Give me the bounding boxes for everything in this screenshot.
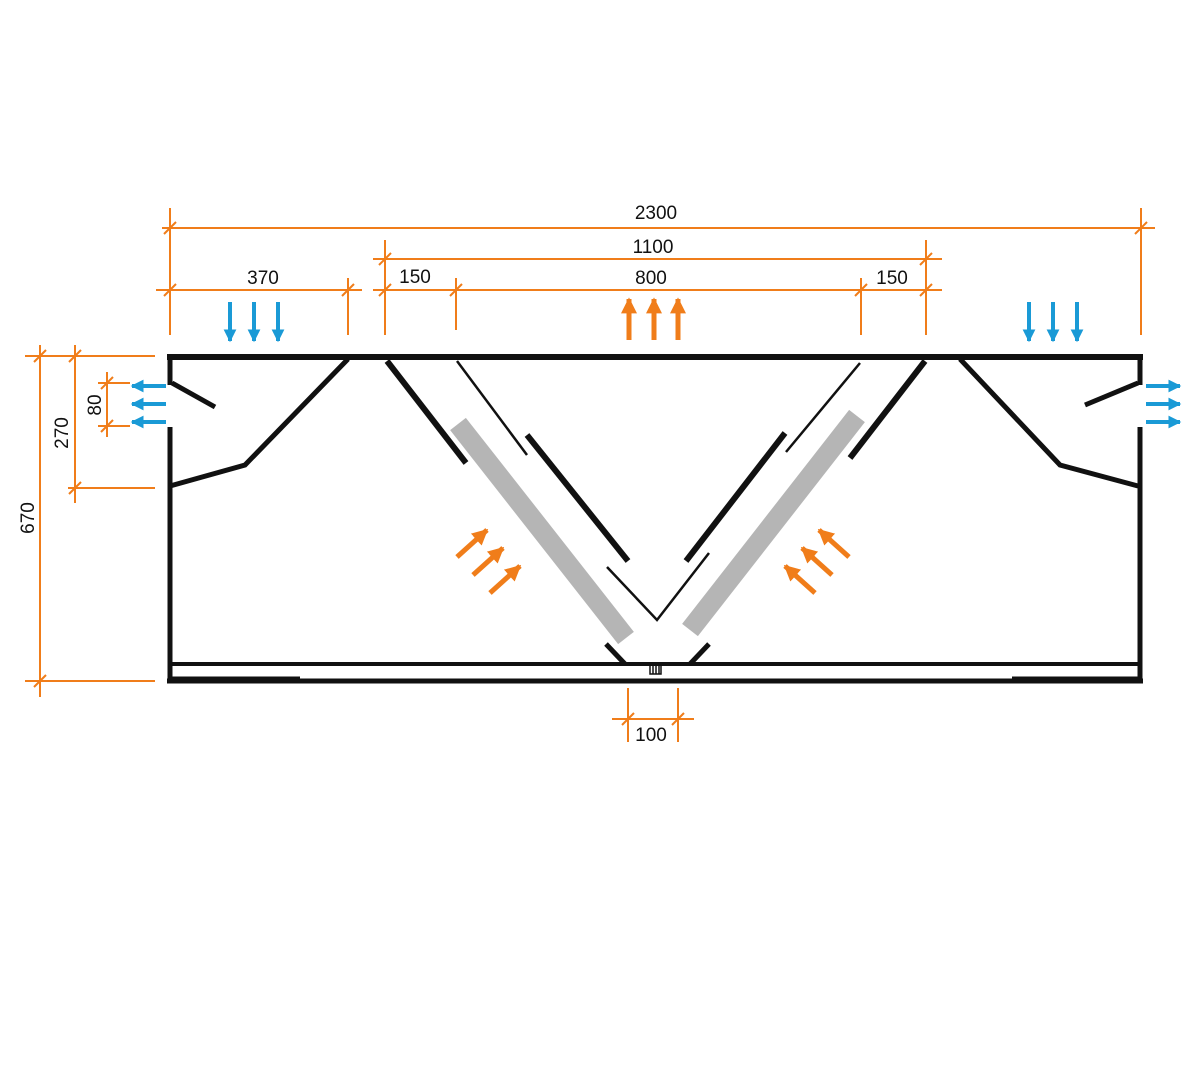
center-v-collector (606, 552, 710, 622)
left-filter-intake-arrows (455, 528, 522, 595)
label-right-lip: 150 (876, 268, 908, 289)
dimension-lines (25, 208, 1155, 742)
right-top-supply-arrows (1022, 302, 1084, 343)
right-v-outer-baffle (847, 359, 928, 460)
left-v-outer-baffle (384, 359, 469, 465)
center-exhaust-arrows (620, 297, 687, 340)
label-overall-height: 670 (18, 502, 39, 534)
dimension-overall-height (25, 345, 155, 697)
label-left-lip: 150 (399, 267, 431, 288)
left-top-supply-arrows (223, 302, 285, 343)
label-center-section-width: 1100 (633, 237, 674, 258)
label-left-plenum-width: 370 (247, 268, 279, 289)
left-filter (450, 417, 634, 645)
dimension-drain-width (612, 688, 694, 742)
right-plenum-baffle (958, 357, 1139, 489)
right-filter-intake-arrows (783, 528, 851, 595)
drain-outlet (649, 664, 662, 675)
right-filter (682, 409, 865, 637)
left-drain-lip (604, 642, 627, 666)
warm-air-arrows (455, 297, 851, 595)
label-plenum-depth: 270 (52, 417, 73, 449)
right-drain-lip (688, 642, 711, 666)
right-slot-deflector (1084, 380, 1139, 408)
dimension-overall-width (162, 208, 1155, 335)
right-side-discharge-arrows (1146, 379, 1182, 429)
dimension-center-subdivisions (373, 278, 942, 335)
dimension-side-slot-height (98, 372, 130, 437)
left-side-discharge-arrows (130, 379, 166, 429)
hood-structure (167, 354, 1143, 684)
label-side-slot-height: 80 (85, 394, 106, 415)
left-slot-deflector (170, 380, 217, 410)
left-v-inner-baffle (524, 433, 631, 563)
label-overall-width: 2300 (635, 203, 677, 224)
label-center-opening: 800 (635, 268, 667, 289)
right-v-inner-baffle (683, 431, 788, 563)
left-plenum-baffle (169, 357, 350, 489)
filters (450, 409, 865, 645)
dimension-plenum-depth (68, 345, 155, 503)
right-v-thin-baffle (785, 362, 861, 453)
dimension-center-section-width (373, 240, 942, 335)
left-v-thin-baffle (455, 360, 529, 456)
cool-air-arrows (130, 302, 1182, 429)
label-drain-width: 100 (635, 725, 667, 746)
dimension-left-plenum-width (156, 278, 362, 335)
